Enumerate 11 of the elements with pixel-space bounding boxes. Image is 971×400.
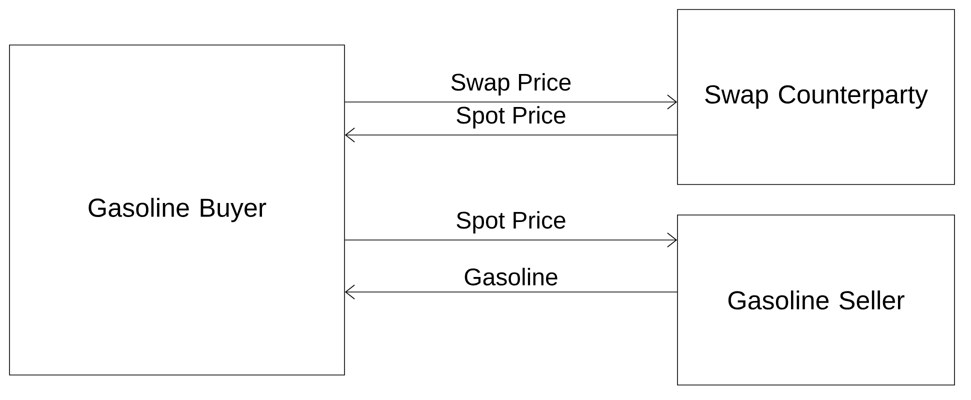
entity-box: Gasoline Seller bbox=[677, 214, 955, 386]
edge-label: Spot Price bbox=[456, 106, 566, 128]
arrow bbox=[344, 284, 678, 300]
edge-label: Gasoline bbox=[464, 268, 558, 286]
edge-label: Swap Price bbox=[451, 73, 571, 96]
arrow bbox=[344, 128, 678, 142]
entity-box: Swap Counterparty bbox=[677, 9, 955, 185]
arrow bbox=[344, 94, 678, 110]
edge-label: Spot Price bbox=[456, 211, 566, 234]
entity-box: Gasoline Buyer bbox=[9, 44, 345, 376]
arrow bbox=[344, 232, 678, 248]
